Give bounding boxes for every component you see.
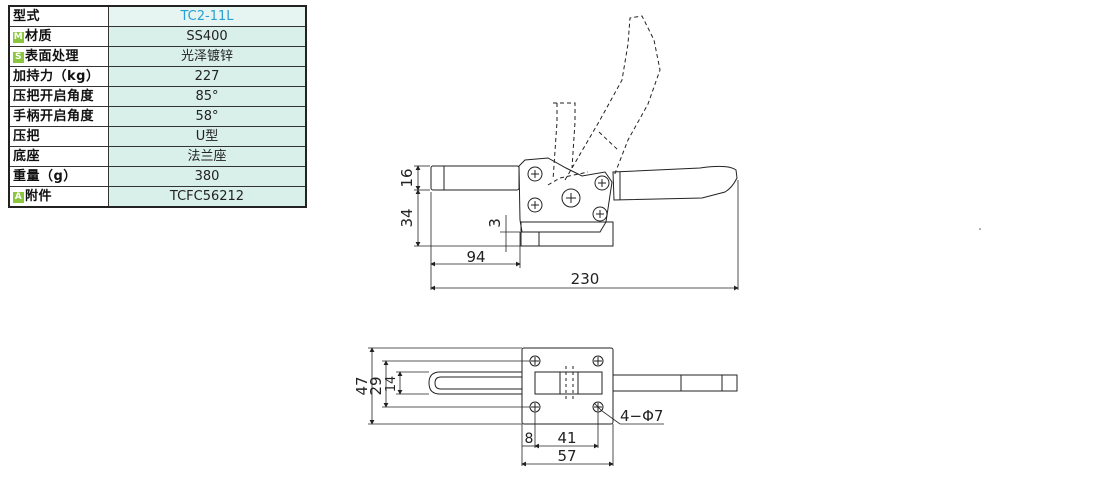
spec-label: 重量（g） — [8, 166, 109, 187]
mounting-hole-icon — [529, 401, 541, 413]
mounting-hole-icon — [592, 355, 604, 367]
spec-label: 材质 — [25, 29, 53, 44]
mounting-hole-icon — [529, 355, 541, 367]
dim-34-label: 34 — [398, 208, 416, 227]
spec-value: 法兰座 — [108, 146, 307, 167]
spec-value: 58° — [108, 106, 307, 127]
pivot-icon — [527, 166, 543, 182]
spec-label: 加持力（kg） — [8, 66, 109, 87]
dim-29-label: 29 — [367, 376, 385, 395]
base-plate — [521, 347, 614, 425]
side-view-labels: 16 34 3 94 230 — [398, 168, 599, 288]
spec-row-weight: 重量（g） 380 — [8, 166, 307, 187]
link-body — [518, 157, 613, 233]
u-bar — [428, 371, 522, 395]
spec-value: 光泽镀锌 — [108, 46, 307, 67]
stray-dot — [979, 228, 981, 230]
dim-57-label: 57 — [557, 447, 576, 465]
dim-8-label: 8 — [525, 431, 534, 447]
spec-label: 手柄开启角度 — [8, 106, 109, 127]
material-badge-icon: M — [13, 32, 24, 43]
u-bar-slot — [434, 376, 522, 390]
spec-row-handle-angle: 手柄开启角度 58° — [8, 106, 307, 127]
top-view — [368, 347, 738, 467]
hole-callout-label: 4−Φ7 — [620, 407, 663, 425]
pivot-icon — [594, 175, 610, 191]
spec-value: SS400 — [108, 26, 307, 47]
accessory-badge-icon: A — [13, 192, 24, 203]
dim-94-label: 94 — [466, 248, 485, 266]
dim-41-label: 41 — [557, 429, 576, 447]
spec-label: 压把开启角度 — [8, 86, 109, 107]
handle-top — [612, 374, 738, 392]
spec-row-base: 底座 法兰座 — [8, 146, 307, 167]
handle — [612, 165, 738, 201]
pivot-icon — [527, 197, 543, 213]
hole-leader — [593, 402, 664, 425]
spec-label: 压把 — [8, 126, 109, 147]
spec-value: 85° — [108, 86, 307, 107]
spec-label: 底座 — [8, 146, 109, 167]
pivot-icon — [592, 206, 608, 222]
spec-value: TCFC56212 — [108, 186, 307, 208]
top-view-labels: 47 29 14 8 41 57 4−Φ7 — [353, 376, 663, 465]
spec-value: 380 — [108, 166, 307, 187]
base-flange — [520, 221, 614, 247]
dim-47-label: 47 — [353, 376, 371, 395]
spec-label: 附件 — [25, 189, 53, 204]
spec-row-force: 加持力（kg） 227 — [8, 66, 307, 87]
spec-label: 表面处理 — [25, 49, 80, 64]
side-view — [414, 15, 739, 291]
surface-badge-icon: S — [13, 52, 24, 63]
open-position-outline — [547, 15, 661, 186]
spec-row-bar-angle: 压把开启角度 85° — [8, 86, 307, 107]
dim-230-label: 230 — [571, 270, 600, 288]
spec-label: 型式 — [8, 5, 109, 27]
dim-16-label: 16 — [398, 168, 416, 187]
dim-3-label: 3 — [486, 218, 504, 228]
pivot-icon — [561, 188, 581, 208]
dim-14-label: 14 — [384, 376, 399, 393]
